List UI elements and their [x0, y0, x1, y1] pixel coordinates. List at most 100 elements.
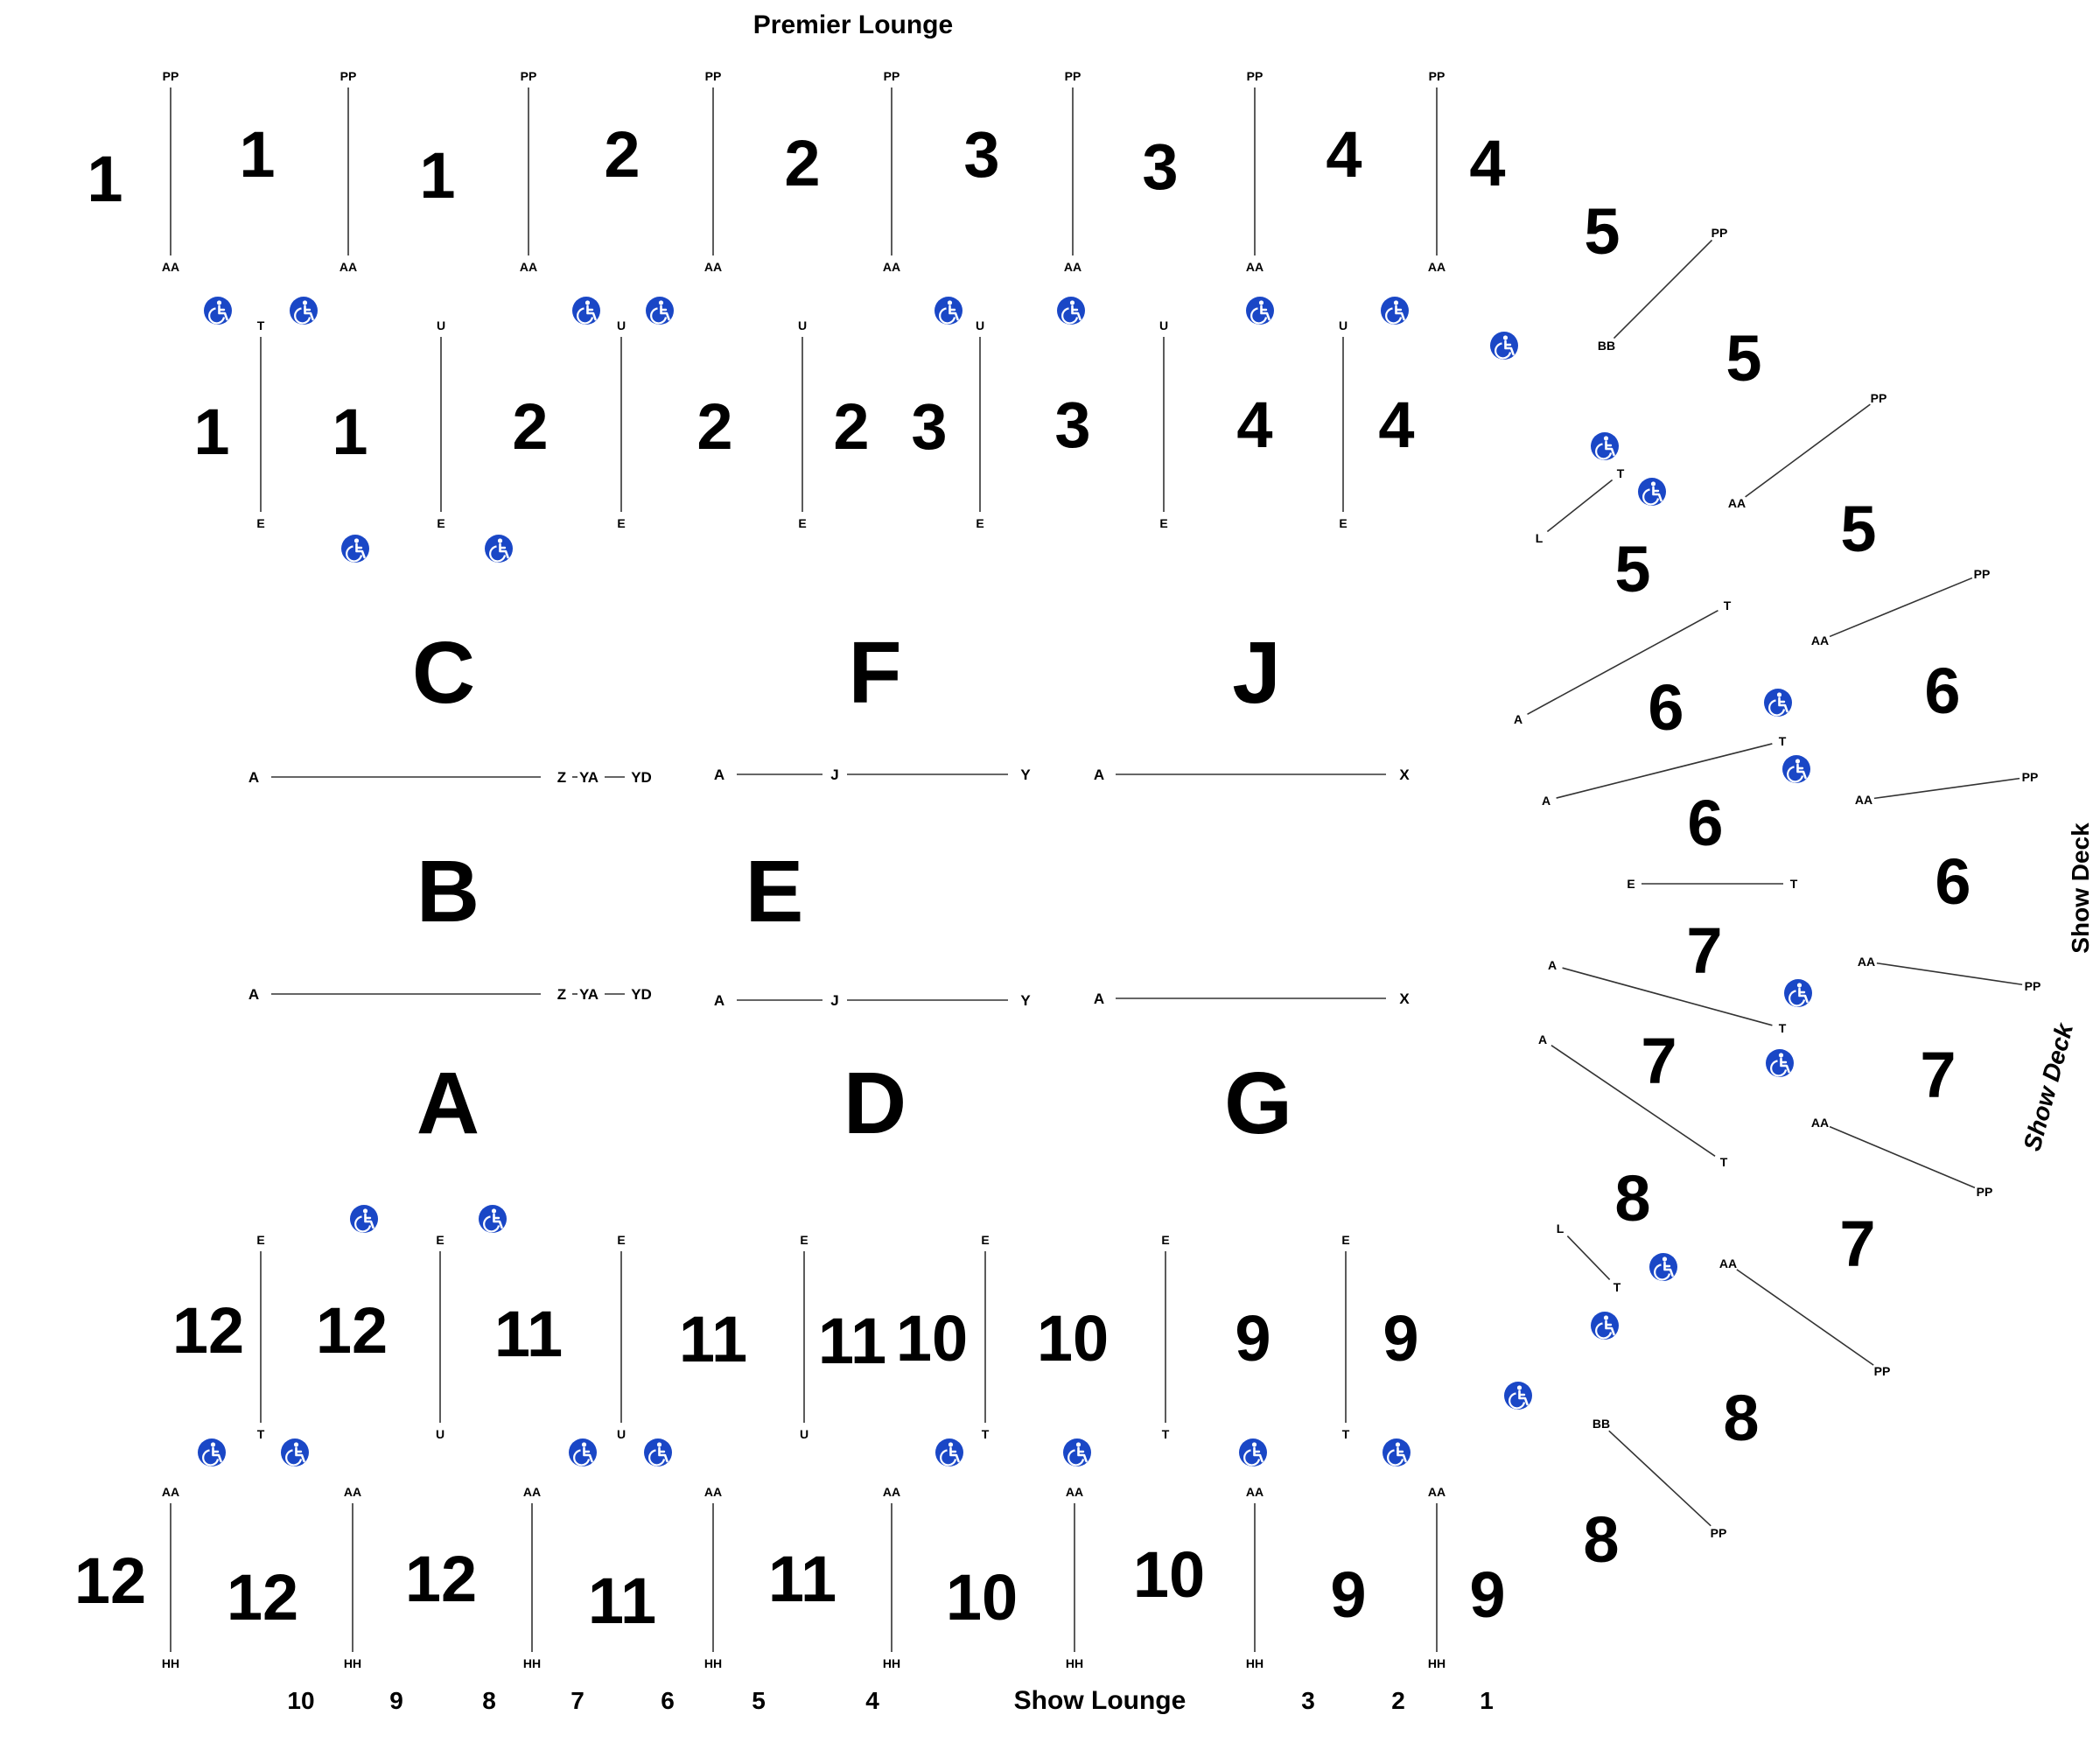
row-divider-line	[1562, 967, 1773, 1026]
aisle-number: 10	[287, 1687, 314, 1714]
middle-row-2: A Z YA YD A J Y A X	[248, 986, 1410, 1009]
row-label: A	[1514, 712, 1522, 726]
row-label: AA	[344, 1485, 361, 1499]
row-label: A	[714, 766, 724, 783]
row-label: AA	[1428, 1485, 1446, 1499]
row-label: T	[1720, 1155, 1728, 1169]
section-label: 5	[1584, 195, 1620, 268]
row-label: HH	[344, 1656, 361, 1670]
row-label: AA	[883, 260, 900, 274]
section-label: A	[416, 1054, 480, 1152]
section-label: 10	[1037, 1302, 1109, 1375]
row-label: X	[1399, 766, 1410, 783]
wheelchair-icon	[1636, 476, 1668, 508]
row-label: PP	[1247, 69, 1264, 83]
row-label: PP	[1429, 69, 1446, 83]
row-label: A	[248, 986, 259, 1003]
row-label: U	[1159, 318, 1168, 332]
row-label: PP	[163, 69, 179, 83]
row-label: J	[830, 992, 838, 1009]
row-label: E	[436, 1233, 444, 1247]
row-label: HH	[1246, 1656, 1264, 1670]
row-label: PP	[1065, 69, 1082, 83]
row-label: U	[617, 1427, 626, 1441]
wheelchair-icon	[642, 1437, 674, 1468]
section-label: 4	[1469, 127, 1505, 200]
row-label: E	[1339, 516, 1347, 530]
row-label: YA	[579, 986, 598, 1003]
row-label: E	[1161, 1233, 1169, 1247]
row-label: U	[800, 1427, 808, 1441]
wheelchair-icon	[567, 1437, 598, 1468]
wheelchair-icon	[1648, 1251, 1679, 1283]
row-label: J	[830, 766, 838, 783]
bottom-title: Show Lounge	[1014, 1686, 1186, 1715]
aisle-number: 4	[865, 1687, 879, 1714]
section-label: 4	[1236, 388, 1272, 461]
row-label: PP	[705, 69, 722, 83]
section-label: 6	[1924, 654, 1960, 727]
section-label: 2	[784, 127, 820, 200]
section-label: 5	[1726, 322, 1761, 395]
row-label: E	[1341, 1233, 1349, 1247]
section-label: 11	[768, 1543, 836, 1615]
wheelchair-icon	[1589, 430, 1620, 462]
section-label: 12	[405, 1543, 477, 1615]
row-label: T	[1779, 734, 1787, 748]
wheelchair-icon	[933, 295, 964, 326]
aisle-number: 8	[482, 1687, 496, 1714]
middle-row-1: A Z YA YD A J Y A X	[248, 766, 1410, 786]
row-label: Y	[1020, 992, 1031, 1009]
section-label: 2	[833, 390, 869, 463]
section-label: 3	[1142, 130, 1178, 203]
section-label: 8	[1614, 1162, 1650, 1235]
row-label: T	[1790, 877, 1798, 891]
section-label: 6	[1648, 671, 1684, 744]
section-label: 1	[87, 143, 122, 215]
row-label: E	[256, 1233, 264, 1247]
row-label: E	[617, 1233, 625, 1247]
section-label: 10	[1133, 1538, 1205, 1611]
section-label: 1	[419, 139, 455, 212]
section-label: 5	[1840, 493, 1876, 565]
row-label: YD	[631, 769, 652, 786]
wheelchair-icon	[1381, 1437, 1412, 1468]
row-label: A	[1538, 1032, 1547, 1046]
aisle-number: 5	[752, 1687, 766, 1714]
bottom-numbers: 10 9 8 7 6 5 4 3 2 1	[287, 1687, 1493, 1714]
side-label-show-deck-italic: Show Deck	[2019, 1019, 2079, 1154]
section-label: 9	[1330, 1558, 1366, 1631]
section-label: J	[1232, 624, 1281, 722]
row-label: AA	[523, 1485, 541, 1499]
section-label: B	[416, 843, 480, 941]
section-label: 7	[1686, 914, 1722, 987]
section-label: 9	[1382, 1302, 1418, 1375]
row-label: U	[617, 318, 626, 332]
row-label: HH	[883, 1656, 900, 1670]
wheelchair-icon	[1762, 687, 1794, 718]
row-label: BB	[1592, 1417, 1610, 1431]
row-label: AA	[162, 260, 179, 274]
row-label: A	[1542, 794, 1550, 808]
row-label: L	[1557, 1222, 1564, 1236]
section-label: 8	[1723, 1382, 1759, 1454]
aisle-number: 2	[1391, 1687, 1405, 1714]
row-label: A	[714, 992, 724, 1009]
row-label: E	[976, 516, 984, 530]
row-label: AA	[1811, 634, 1829, 648]
row-label: HH	[1066, 1656, 1083, 1670]
wheelchair-icon	[1502, 1380, 1534, 1411]
row-divider-line	[1873, 777, 2020, 800]
row-label: PP	[1874, 1364, 1891, 1378]
side-label-show-deck: Show Deck	[2067, 822, 2094, 954]
row-label: PP	[1712, 226, 1728, 240]
row-label: AA	[1428, 260, 1446, 274]
row-label: PP	[1871, 391, 1887, 405]
row-label: PP	[2025, 979, 2041, 993]
section-label: 12	[227, 1561, 298, 1634]
wheelchair-icon	[340, 533, 371, 564]
